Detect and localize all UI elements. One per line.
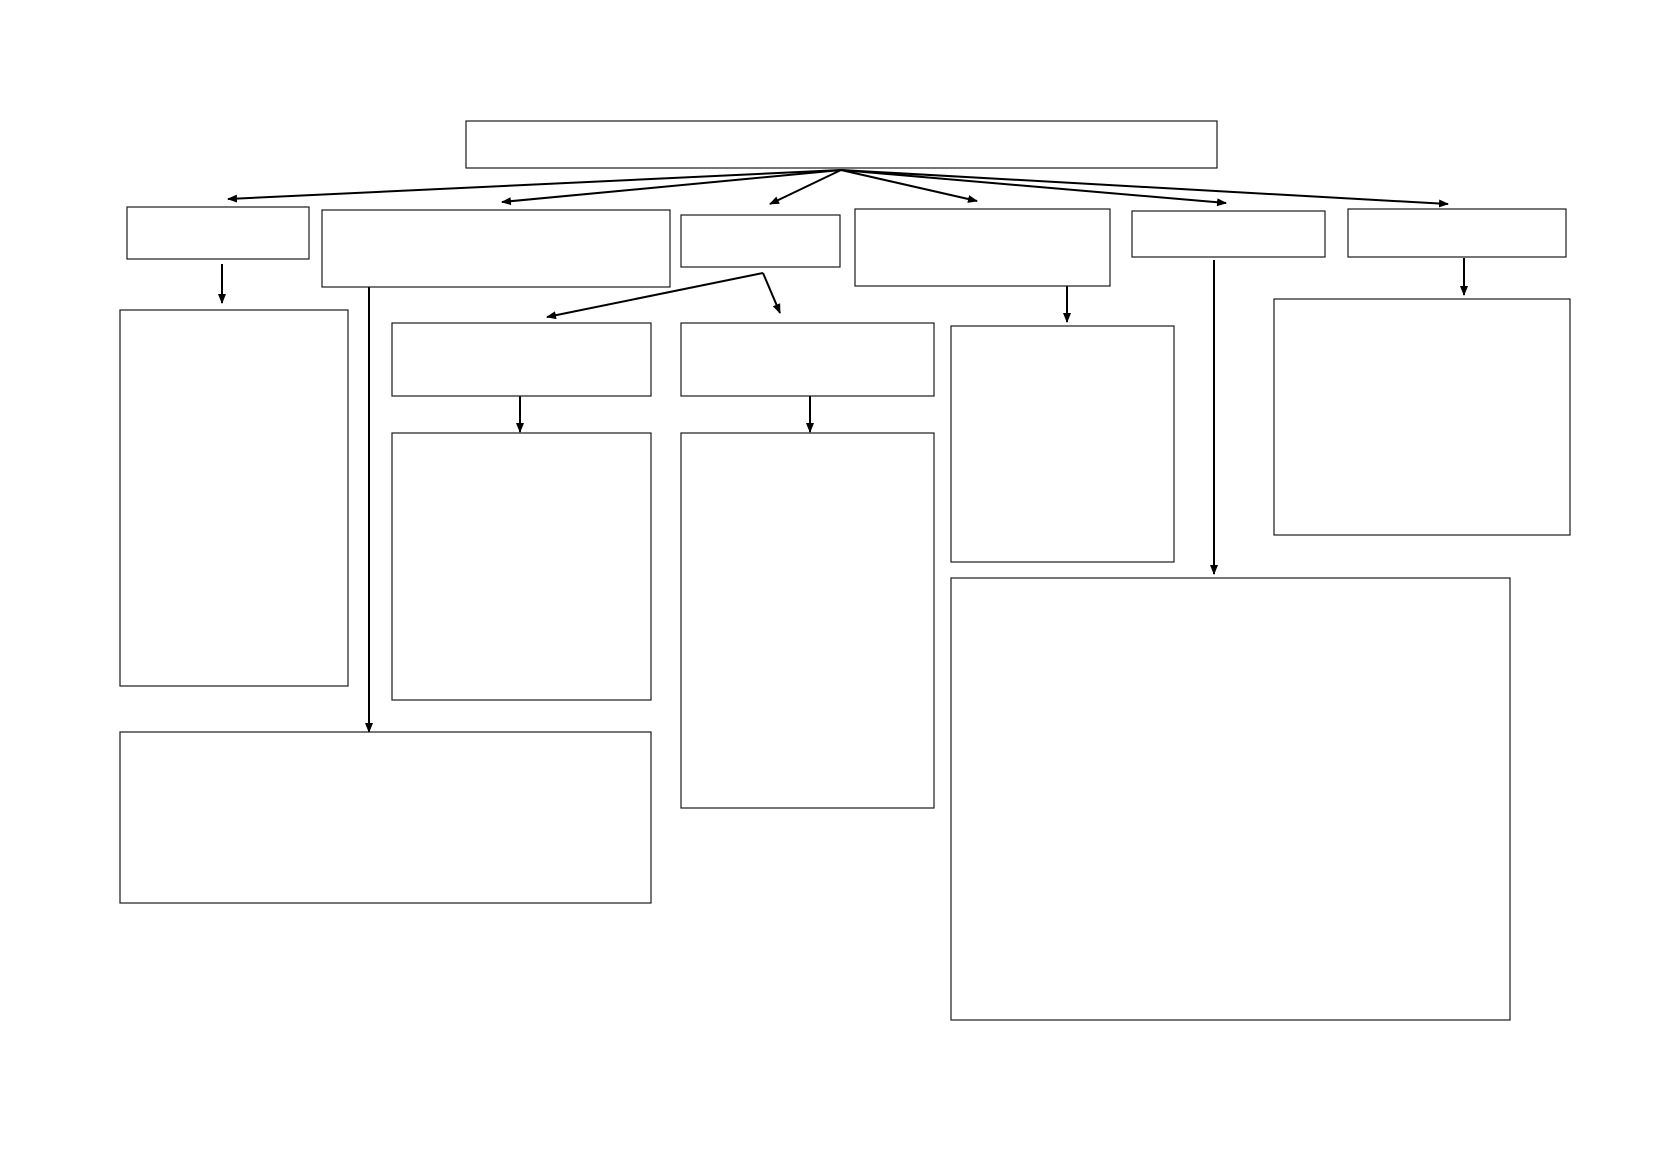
box-detail-f-frame	[1273, 298, 1571, 536]
box-detail-a-frame	[119, 309, 349, 687]
box-detail-e	[950, 577, 1511, 1021]
box-detail-e-frame	[950, 577, 1511, 1021]
connections-layer	[218, 169, 1468, 733]
box-level1-f	[1347, 208, 1567, 258]
box-level2-c1	[391, 322, 652, 397]
arrow-root-to-level1-d	[840, 169, 978, 203]
box-detail-c1	[391, 432, 652, 701]
arrow-level1-c-to-level2-c2	[762, 272, 781, 314]
arrow-root-to-level1-c	[769, 169, 842, 205]
box-level1-a-frame	[126, 206, 310, 260]
arrow-level1-c-to-level2-c1	[546, 272, 764, 320]
box-level1-a	[126, 206, 310, 260]
box-detail-b	[119, 731, 652, 904]
box-level1-b	[321, 209, 671, 288]
arrow-root-to-level1-b	[501, 169, 842, 206]
box-detail-a	[119, 309, 349, 687]
box-level2-c2-frame	[680, 322, 935, 397]
box-level1-e	[1131, 210, 1326, 258]
box-level1-f-frame	[1347, 208, 1567, 258]
box-level2-c2	[680, 322, 935, 397]
arrow-root-to-level1-a	[227, 169, 842, 203]
boxes-layer	[119, 120, 1571, 1021]
box-detail-f	[1273, 298, 1571, 536]
box-level1-b-frame	[321, 209, 671, 288]
box-root	[465, 120, 1218, 169]
box-detail-b-frame	[119, 731, 652, 904]
box-detail-c2	[680, 432, 935, 809]
arrow-root-to-level1-f	[840, 169, 1449, 208]
box-level2-c1-frame	[391, 322, 652, 397]
box-level1-e-frame	[1131, 210, 1326, 258]
box-detail-c1-frame	[391, 432, 652, 701]
box-detail-c2-frame	[680, 432, 935, 809]
box-level1-c-frame	[680, 214, 841, 268]
box-detail-d	[950, 325, 1175, 563]
arrow-root-to-level1-e	[840, 169, 1227, 207]
box-root-frame	[465, 120, 1218, 169]
box-level1-c	[680, 214, 841, 268]
box-level1-d	[854, 208, 1111, 287]
box-level1-d-frame	[854, 208, 1111, 287]
box-detail-d-frame	[950, 325, 1175, 563]
